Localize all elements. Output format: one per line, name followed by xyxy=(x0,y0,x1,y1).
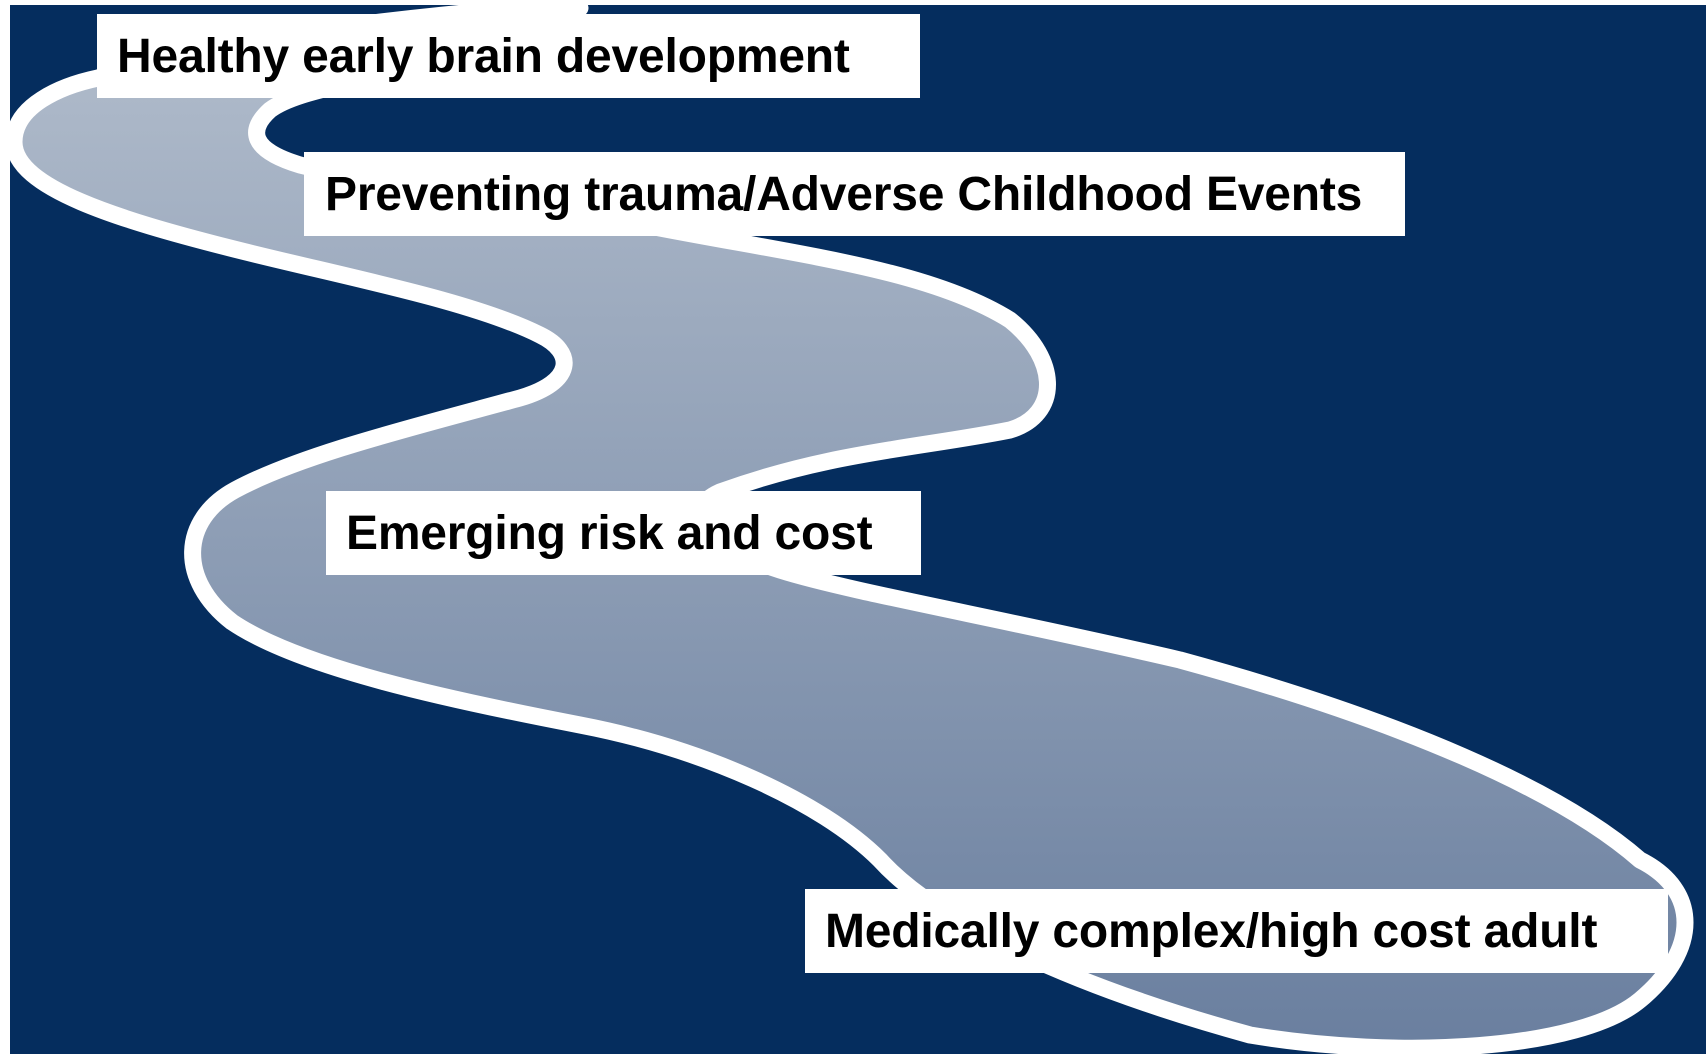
stage-label-emerging-risk-and-cost: Emerging risk and cost xyxy=(326,491,921,575)
stage-label-healthy-early-brain-development: Healthy early brain development xyxy=(97,14,920,98)
stage-label-medically-complex-adult: Medically complex/high cost adult xyxy=(805,889,1668,973)
stage-label-preventing-trauma: Preventing trauma/Adverse Childhood Even… xyxy=(304,152,1405,236)
